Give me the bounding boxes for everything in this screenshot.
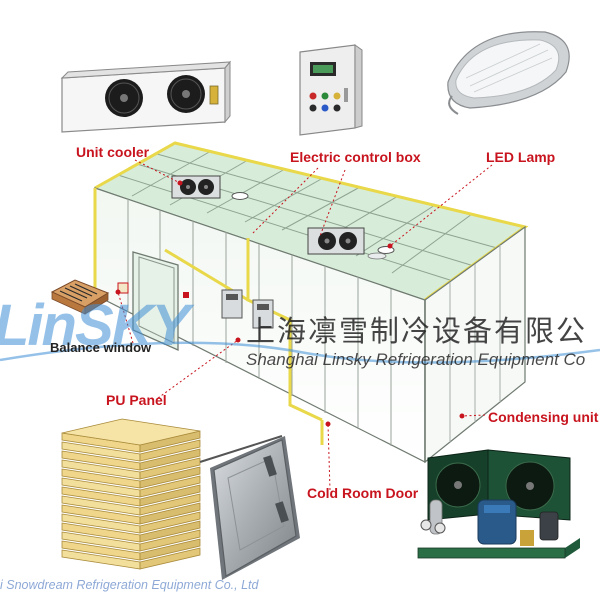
unit-cooler-illustration bbox=[60, 60, 232, 133]
pu-panel-side bbox=[139, 439, 201, 462]
pu-panel-side bbox=[139, 475, 201, 498]
cold-room-body bbox=[93, 141, 529, 464]
label-led-lamp: LED Lamp bbox=[486, 149, 556, 165]
wall-balance-window bbox=[117, 282, 129, 294]
pu-panel-side bbox=[139, 493, 201, 516]
pu-panel-stack bbox=[61, 418, 201, 570]
ceiling-evaporator-2 bbox=[307, 227, 365, 255]
watermark-footer: i Snowdream Refrigeration Equipment Co.,… bbox=[0, 578, 259, 592]
left-door-frame bbox=[132, 251, 179, 352]
pu-panel-side bbox=[139, 520, 201, 543]
balance-window-illustration bbox=[50, 279, 110, 315]
pu-panel-side bbox=[139, 484, 201, 507]
watermark-english: Shanghai Linsky Refrigeration Equipment … bbox=[246, 350, 586, 369]
pu-panel-side bbox=[139, 448, 201, 471]
label-pu-panel: PU Panel bbox=[106, 392, 167, 408]
pu-panel-side bbox=[139, 511, 201, 534]
partition-frame bbox=[246, 238, 323, 422]
watermark-chinese: 上海凛雪制冷设备有限公 bbox=[246, 314, 588, 348]
pu-panel-side bbox=[139, 538, 201, 561]
pu-panel-side bbox=[139, 502, 201, 525]
label-unit-cooler: Unit cooler bbox=[76, 144, 150, 160]
label-balance-window: Balance window bbox=[50, 340, 152, 355]
pu-panel-side bbox=[139, 457, 201, 480]
leader-lines bbox=[117, 159, 493, 491]
pu-panel-side bbox=[139, 466, 201, 489]
door-handle-dot bbox=[183, 292, 189, 298]
control-box-illustration bbox=[299, 44, 363, 136]
condensing-unit-illustration bbox=[417, 449, 580, 559]
label-electric-control-box: Electric control box bbox=[290, 149, 421, 165]
ceiling-evaporator-1 bbox=[171, 175, 221, 199]
pu-panel-top bbox=[61, 418, 201, 446]
label-cold-room-door: Cold Room Door bbox=[307, 485, 419, 501]
watermark-band: LinSKY bbox=[0, 293, 600, 364]
label-condensing-unit: Condensing unit bbox=[488, 409, 599, 425]
cold-room-door-illustration bbox=[199, 435, 300, 580]
pu-panel-side bbox=[139, 529, 201, 552]
led-lamp-illustration bbox=[447, 31, 570, 115]
pu-panel-side bbox=[139, 547, 201, 570]
